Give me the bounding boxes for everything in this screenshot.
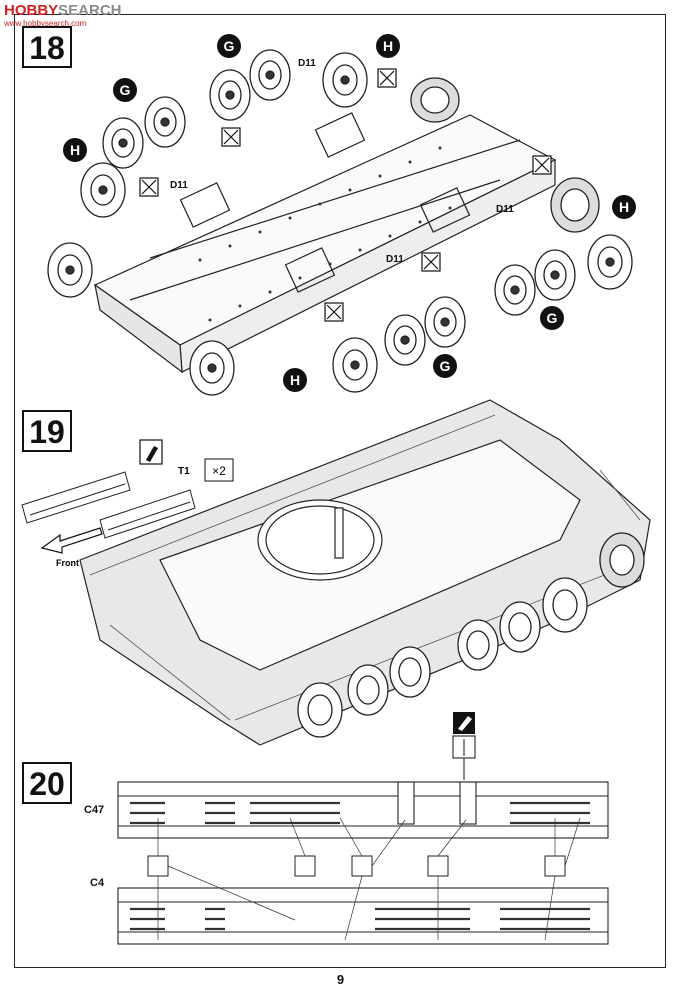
watermark-logo: HOBBYSEARCH: [4, 2, 122, 19]
step-18-hull: [93, 112, 557, 374]
part-label-d11-1: D11: [298, 58, 316, 69]
callout-g-3: [540, 306, 564, 330]
step-18-number: 18: [22, 26, 72, 68]
fender-c4: [117, 887, 609, 945]
watermark-brand-a: HOBBY: [4, 2, 59, 19]
paint-icon: [139, 439, 163, 465]
step-19-wheels: [297, 532, 645, 738]
step-19-track-links: [21, 471, 196, 539]
callout-g-2: [113, 78, 137, 102]
callout-g-4: [433, 354, 457, 378]
part-label-t1: T1: [178, 466, 190, 477]
step-19-number: 19: [22, 410, 72, 452]
part-label-d11-2: D11: [170, 180, 188, 191]
callout-h-1-text: H: [70, 142, 80, 158]
callout-h-2: [376, 34, 400, 58]
no-glue-icon: [139, 68, 552, 322]
front-label: Front: [56, 558, 79, 568]
callout-g-4-text: G: [440, 358, 451, 374]
watermark-brand-b: SEARCH: [58, 2, 122, 19]
callout-h-4-text: H: [290, 372, 300, 388]
callout-g-1: [217, 34, 241, 58]
callout-h-4: [283, 368, 307, 392]
drill-icon: [452, 712, 476, 780]
step-20-number: 20: [22, 762, 72, 804]
step-18-wheels: [47, 49, 633, 396]
callout-h-3: [612, 195, 636, 219]
callout-g-2-text: G: [120, 82, 131, 98]
step-19-tank: [79, 399, 651, 746]
multiplier-box: ×2: [204, 458, 234, 482]
fender-c47: [117, 781, 609, 839]
step-20-detail-boxes: [147, 855, 566, 877]
page-frame: [14, 14, 666, 968]
part-label-c47: C47: [84, 804, 105, 816]
callout-g-3-text: G: [547, 310, 558, 326]
part-label-c4: C4: [90, 877, 105, 889]
callout-g-1-text: G: [224, 38, 235, 54]
page-number: 9: [336, 972, 345, 987]
multiplier-text: ×2: [212, 464, 226, 478]
step-18-callouts: [63, 34, 636, 392]
part-label-d11-4: D11: [386, 254, 404, 265]
callout-h-1: [63, 138, 87, 162]
part-label-d11-3: D11: [496, 204, 514, 215]
step-20-leader-lines: [157, 817, 581, 941]
front-arrow-icon: [40, 527, 103, 554]
callout-h-2-text: H: [383, 38, 393, 54]
watermark-url: www.hobbysearch.com: [4, 19, 87, 28]
callout-h-3-text: H: [619, 199, 629, 215]
